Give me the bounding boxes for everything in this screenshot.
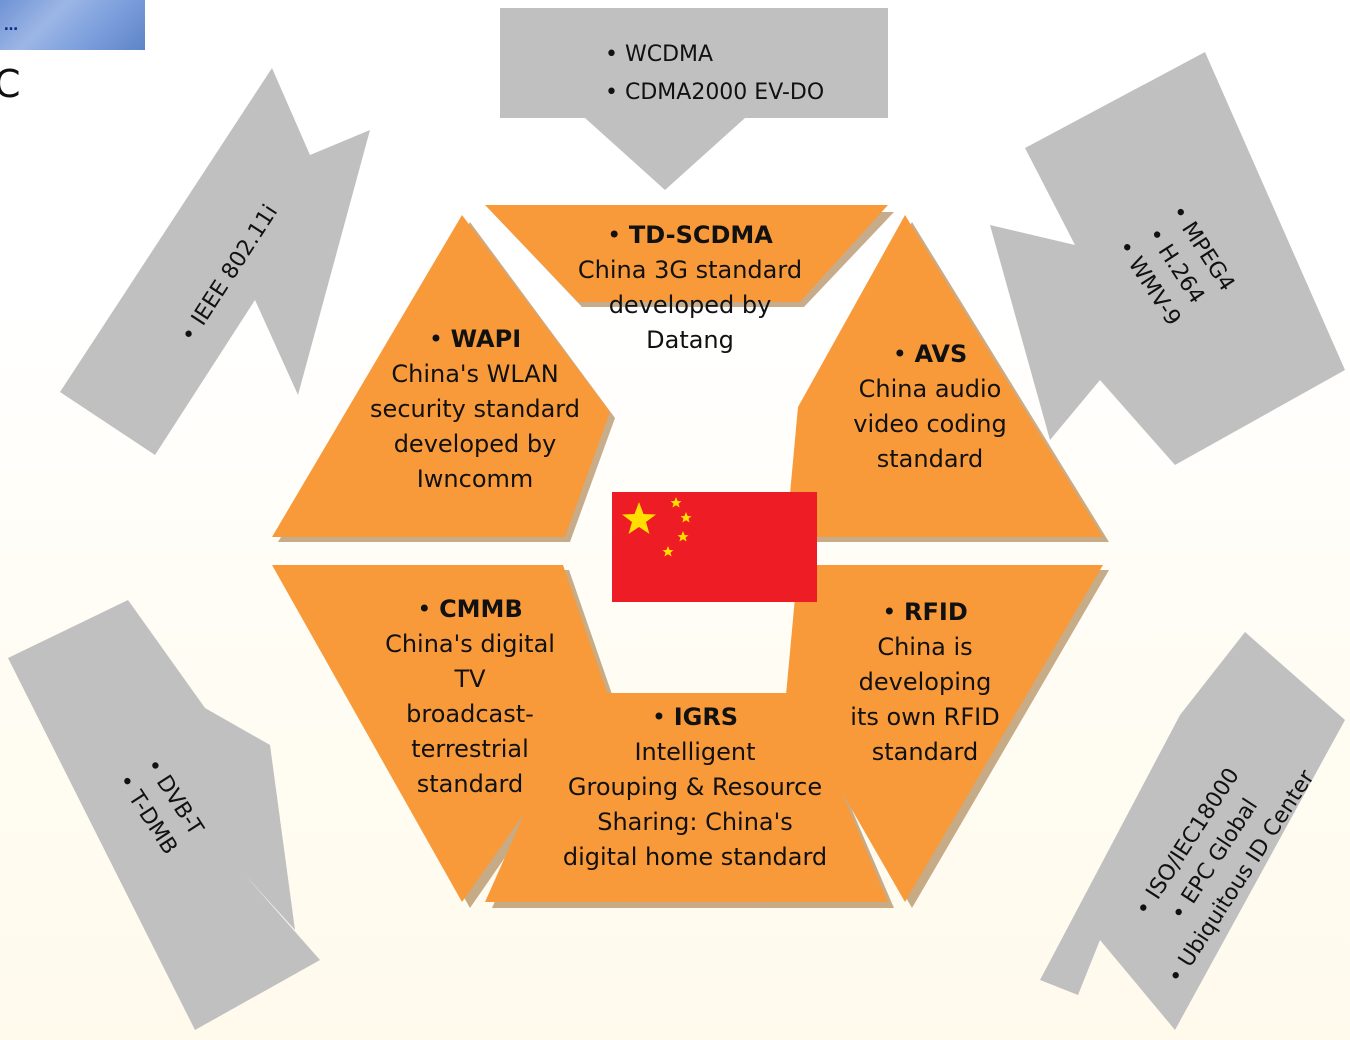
segment-avs <box>786 215 1103 537</box>
segment-igrs <box>485 693 888 902</box>
segment-cmmb <box>272 565 608 902</box>
arrow-top <box>500 8 888 190</box>
top-arrow-label: • WCDMA • CDMA2000 EV-DO <box>605 42 825 105</box>
igrs-label: • IGRS Intelligent Grouping & Resource S… <box>562 703 828 871</box>
arrow-bottom-right <box>1040 632 1345 1030</box>
td-scdma-label: • TD-SCDMA China 3G standard developed b… <box>577 221 803 354</box>
rfid-label: • RFID China is developing its own RFID … <box>850 598 1000 766</box>
china-flag-icon <box>612 492 817 602</box>
logo-image: … <box>0 0 145 50</box>
arrow-top-left <box>60 68 370 455</box>
wapi-label: • WAPI China's WLAN security standard de… <box>370 325 580 493</box>
cmmb-label: • CMMB China's digital TV broadcast- ter… <box>385 595 555 798</box>
arrow-bottom-left <box>8 600 320 1030</box>
arrow-top-right <box>990 52 1345 465</box>
avs-label: • AVS China audio video coding standard <box>853 340 1007 473</box>
segment-td-scdma <box>485 205 888 302</box>
segment-wapi <box>272 215 610 537</box>
segment-rfid <box>786 565 1103 902</box>
partial-heading: C <box>0 62 21 106</box>
